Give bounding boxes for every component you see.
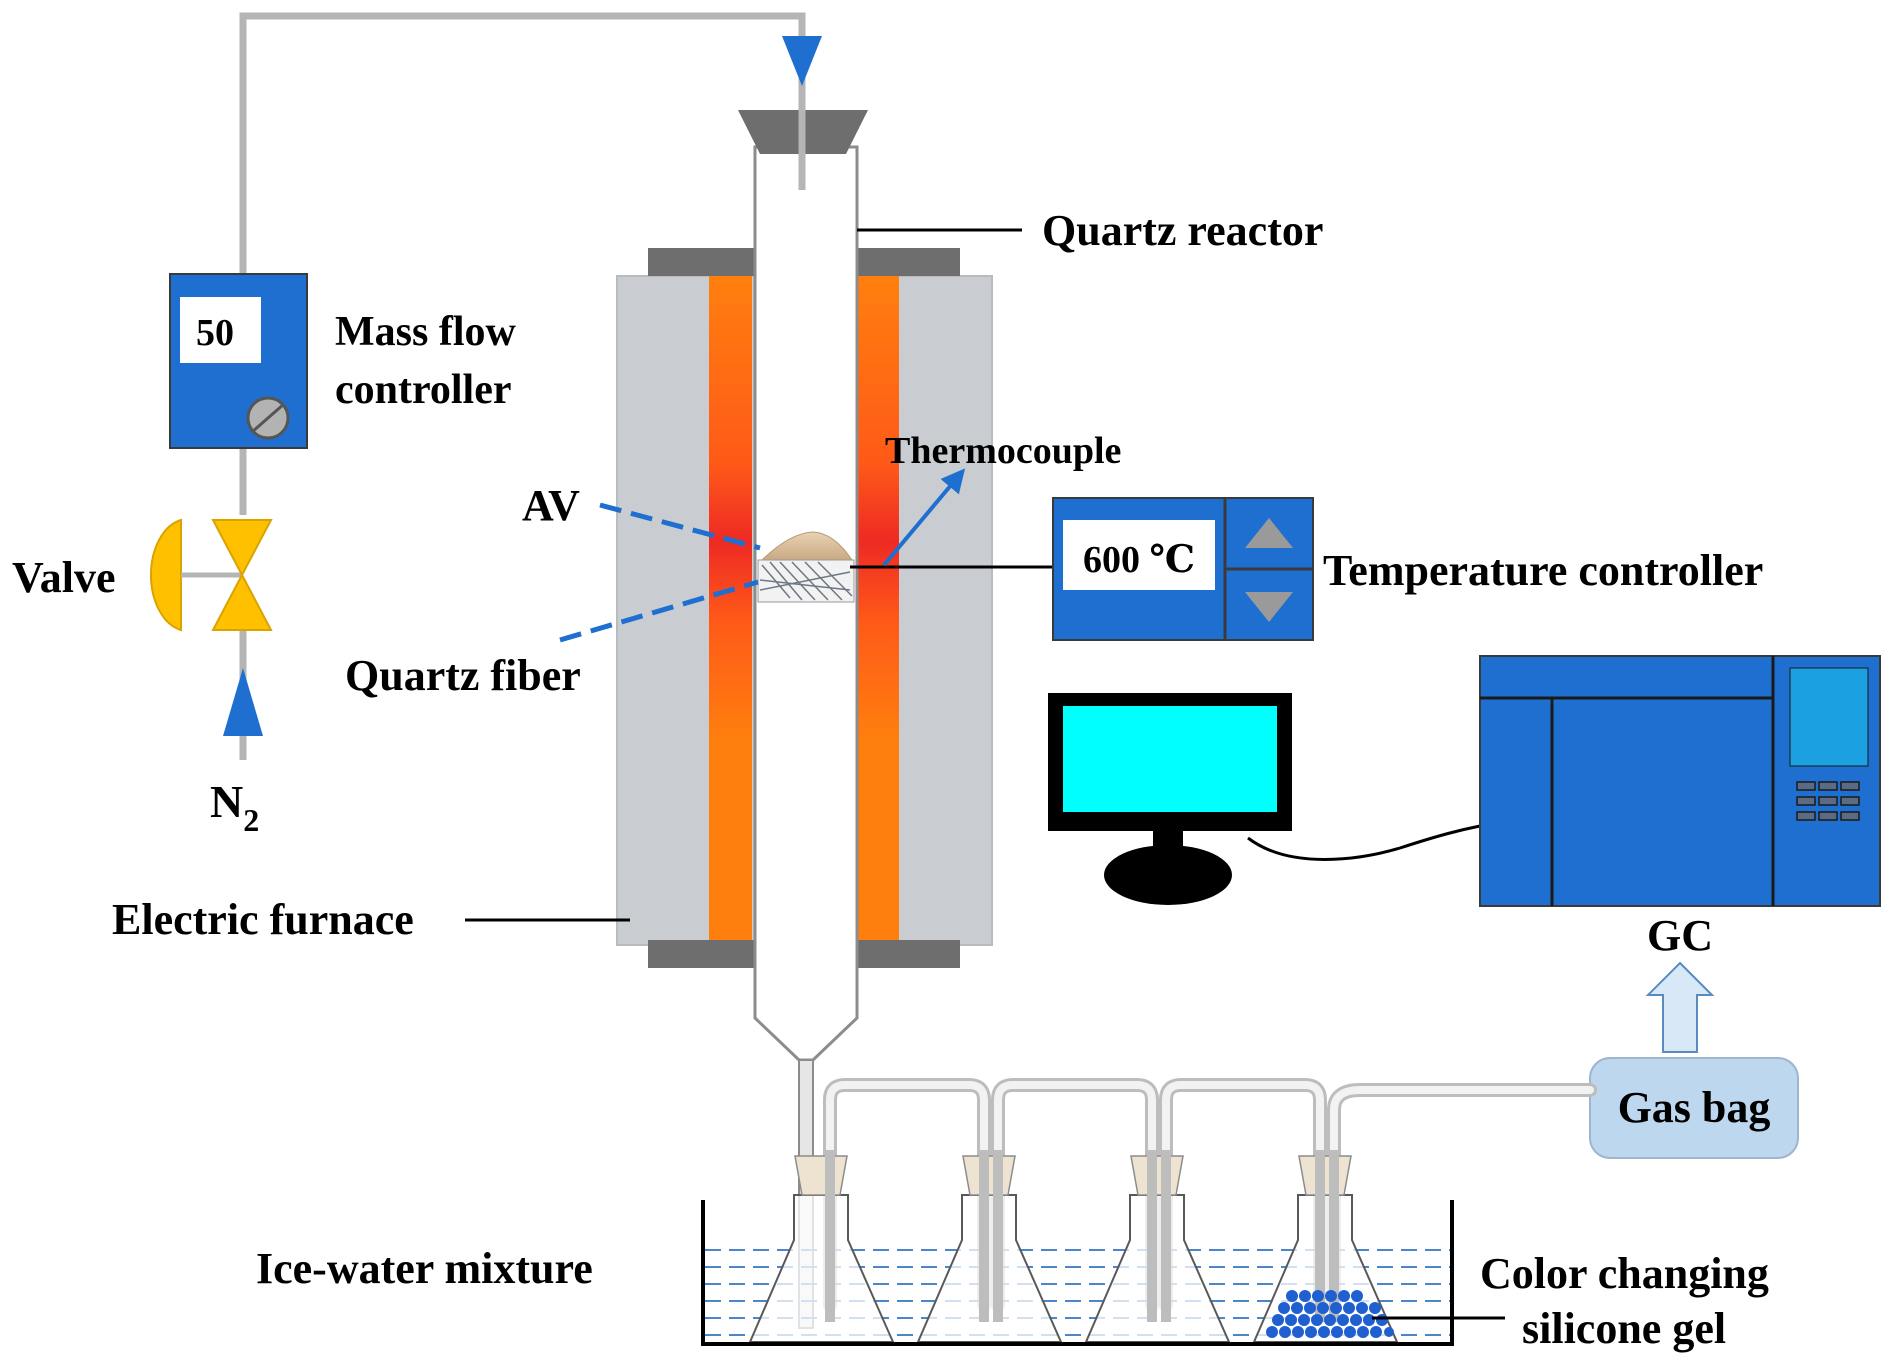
sample-bed (757, 531, 855, 603)
flow-display (180, 297, 261, 363)
ice-water-bath (701, 1150, 1454, 1346)
thermocouple-pointer (882, 468, 966, 567)
condenser-flask-3 (1084, 1155, 1231, 1343)
gc-screen (1789, 667, 1869, 767)
flask-connection-tubes-inner (826, 1081, 1594, 1309)
quartz-fiber-pointer (559, 579, 759, 643)
silicone-gel-label-line2: silicone gel (1522, 1304, 1726, 1353)
temp-up-button-icon[interactable] (1245, 518, 1293, 548)
inlet-flow-arrow-icon (782, 36, 822, 86)
heater-left (709, 276, 752, 940)
gas-bag-to-gc-arrow-icon (1645, 961, 1715, 1053)
gc-label: GC (1647, 911, 1713, 960)
gc-keypad (1796, 781, 1860, 821)
av-label: AV (522, 481, 580, 530)
monitor-gc-cable (1247, 824, 1481, 861)
silicone-gel-beads (1266, 1290, 1394, 1338)
quartz-reactor-label: Quartz reactor (1042, 206, 1323, 255)
quartz-reactor (738, 110, 868, 1329)
temp-down-button-icon[interactable] (1245, 592, 1293, 622)
n2-flow-arrow-icon (223, 668, 263, 736)
temperature-controller-label: Temperature controller (1323, 546, 1763, 595)
thermocouple-label: Thermocouple (885, 430, 1121, 472)
n2-label: N2 (210, 776, 259, 838)
ice-water-label: Ice-water mixture (256, 1244, 593, 1293)
quartz-fiber-label: Quartz fiber (345, 651, 581, 700)
flow-value: 50 (196, 312, 234, 354)
electric-furnace-label: Electric furnace (112, 895, 414, 944)
condenser-flask-2 (916, 1155, 1063, 1343)
temperature-display (1063, 520, 1215, 590)
mass-flow-label-line1: Mass flow (335, 309, 516, 355)
n2-label-subscript: 2 (243, 802, 259, 838)
flask-connection-tubes (823, 1078, 1597, 1312)
temperature-controller[interactable]: 600 ℃ (1052, 497, 1314, 641)
valve-label: Valve (12, 553, 116, 602)
gas-bag-label: Gas bag (1618, 1083, 1771, 1132)
bath-container (701, 1200, 1454, 1346)
condenser-flask-4 (1252, 1155, 1399, 1343)
heater-right (856, 276, 899, 940)
silicone-gel-label-line1: Color changing (1480, 1249, 1769, 1298)
gc-instrument (1479, 655, 1881, 907)
mass-flow-controller[interactable]: 50 (169, 273, 308, 449)
gas-bag (1589, 1057, 1799, 1159)
condenser-flask-1 (748, 1155, 895, 1343)
valve-icon[interactable] (150, 518, 273, 632)
mass-flow-label-line2: controller (335, 367, 512, 413)
n2-label-main: N (210, 776, 243, 827)
temperature-value: 600 ℃ (1083, 539, 1195, 581)
knob-icon (246, 396, 290, 440)
computer-monitor-icon (1048, 693, 1292, 905)
av-pointer (599, 502, 761, 551)
av-sample-pile (760, 531, 853, 561)
